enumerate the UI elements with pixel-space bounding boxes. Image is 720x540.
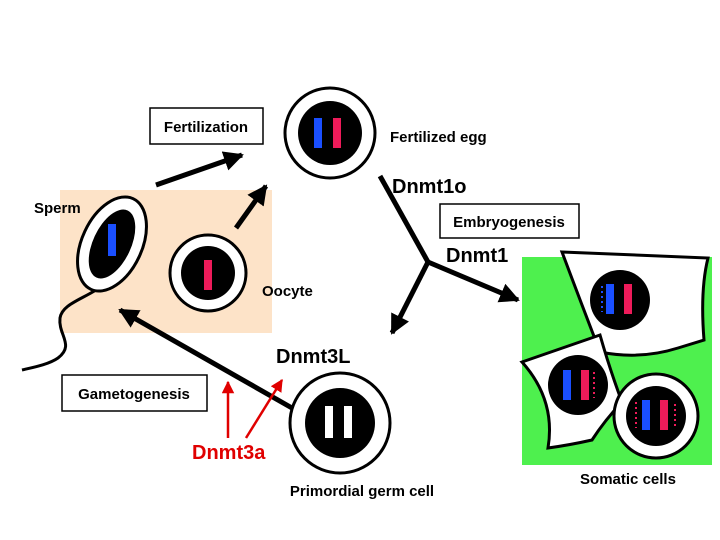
oocyte-to-fertilization-arrow — [233, 184, 269, 230]
somatic-cell — [519, 333, 624, 450]
sperm-to-fertilization-arrow — [155, 151, 244, 188]
embryogenesis-box — [439, 203, 580, 239]
dnmt1o-label: Dnmt1o — [392, 176, 466, 198]
fertilized-egg-label: Fertilized egg — [390, 129, 487, 146]
sperm-cell — [21, 195, 148, 372]
chromosome-white — [325, 406, 333, 438]
primordial-germ-cell-label: Primordial germ cell — [290, 483, 434, 500]
chromosome-blue — [606, 284, 614, 314]
branch-to-somatic-arrow — [427, 259, 520, 303]
fertilized-egg-nucleus — [298, 101, 362, 165]
chromosome-pink — [581, 370, 589, 400]
chromosome-white — [344, 406, 352, 438]
chromosome-blue — [642, 400, 650, 430]
chromosome-pink — [624, 284, 632, 314]
primordial-germ-cell-nucleus — [305, 388, 375, 458]
fertilization-label: Fertilization — [164, 119, 248, 136]
fertilization-box — [149, 107, 264, 145]
oocyte-label: Oocyte — [262, 283, 313, 300]
dnmt3a-arrow — [244, 378, 284, 439]
chromosome-blue — [108, 224, 116, 256]
dnmt3l-label: Dnmt3L — [276, 346, 350, 368]
dnmt3a-arrows — [221, 378, 284, 439]
dnmt3a-label: Dnmt3a — [192, 442, 266, 464]
sperm-tail — [21, 288, 97, 372]
chromosome-pink — [333, 118, 341, 148]
gametogenesis-label: Gametogenesis — [78, 386, 190, 403]
somatic-cell — [559, 250, 710, 357]
germ-cell-to-gametes-arrow — [118, 307, 294, 411]
branch-to-germline-arrow — [389, 260, 431, 335]
somatic-nucleus — [626, 386, 686, 446]
gametogenesis-box — [61, 374, 208, 412]
dnmt1-label: Dnmt1 — [446, 245, 508, 267]
somatic-nucleus — [548, 355, 608, 415]
arrows — [118, 151, 520, 411]
methylation-marks — [635, 402, 676, 428]
embryogenesis-label: Embryogenesis — [453, 214, 565, 231]
chromosome-pink — [204, 260, 212, 290]
fertilized-egg-to-branch-path — [377, 174, 431, 264]
oocyte-cell — [168, 233, 248, 313]
somatic-nucleus — [590, 270, 650, 330]
chromosome-blue — [314, 118, 322, 148]
sperm-label: Sperm — [34, 200, 81, 217]
primordial-germ-cell — [288, 371, 392, 475]
somatic-cells-label: Somatic cells — [580, 471, 676, 488]
chromosome-blue — [563, 370, 571, 400]
fertilized-egg-cell — [283, 86, 377, 180]
somatic-cell — [612, 372, 700, 460]
chromosome-pink — [660, 400, 668, 430]
